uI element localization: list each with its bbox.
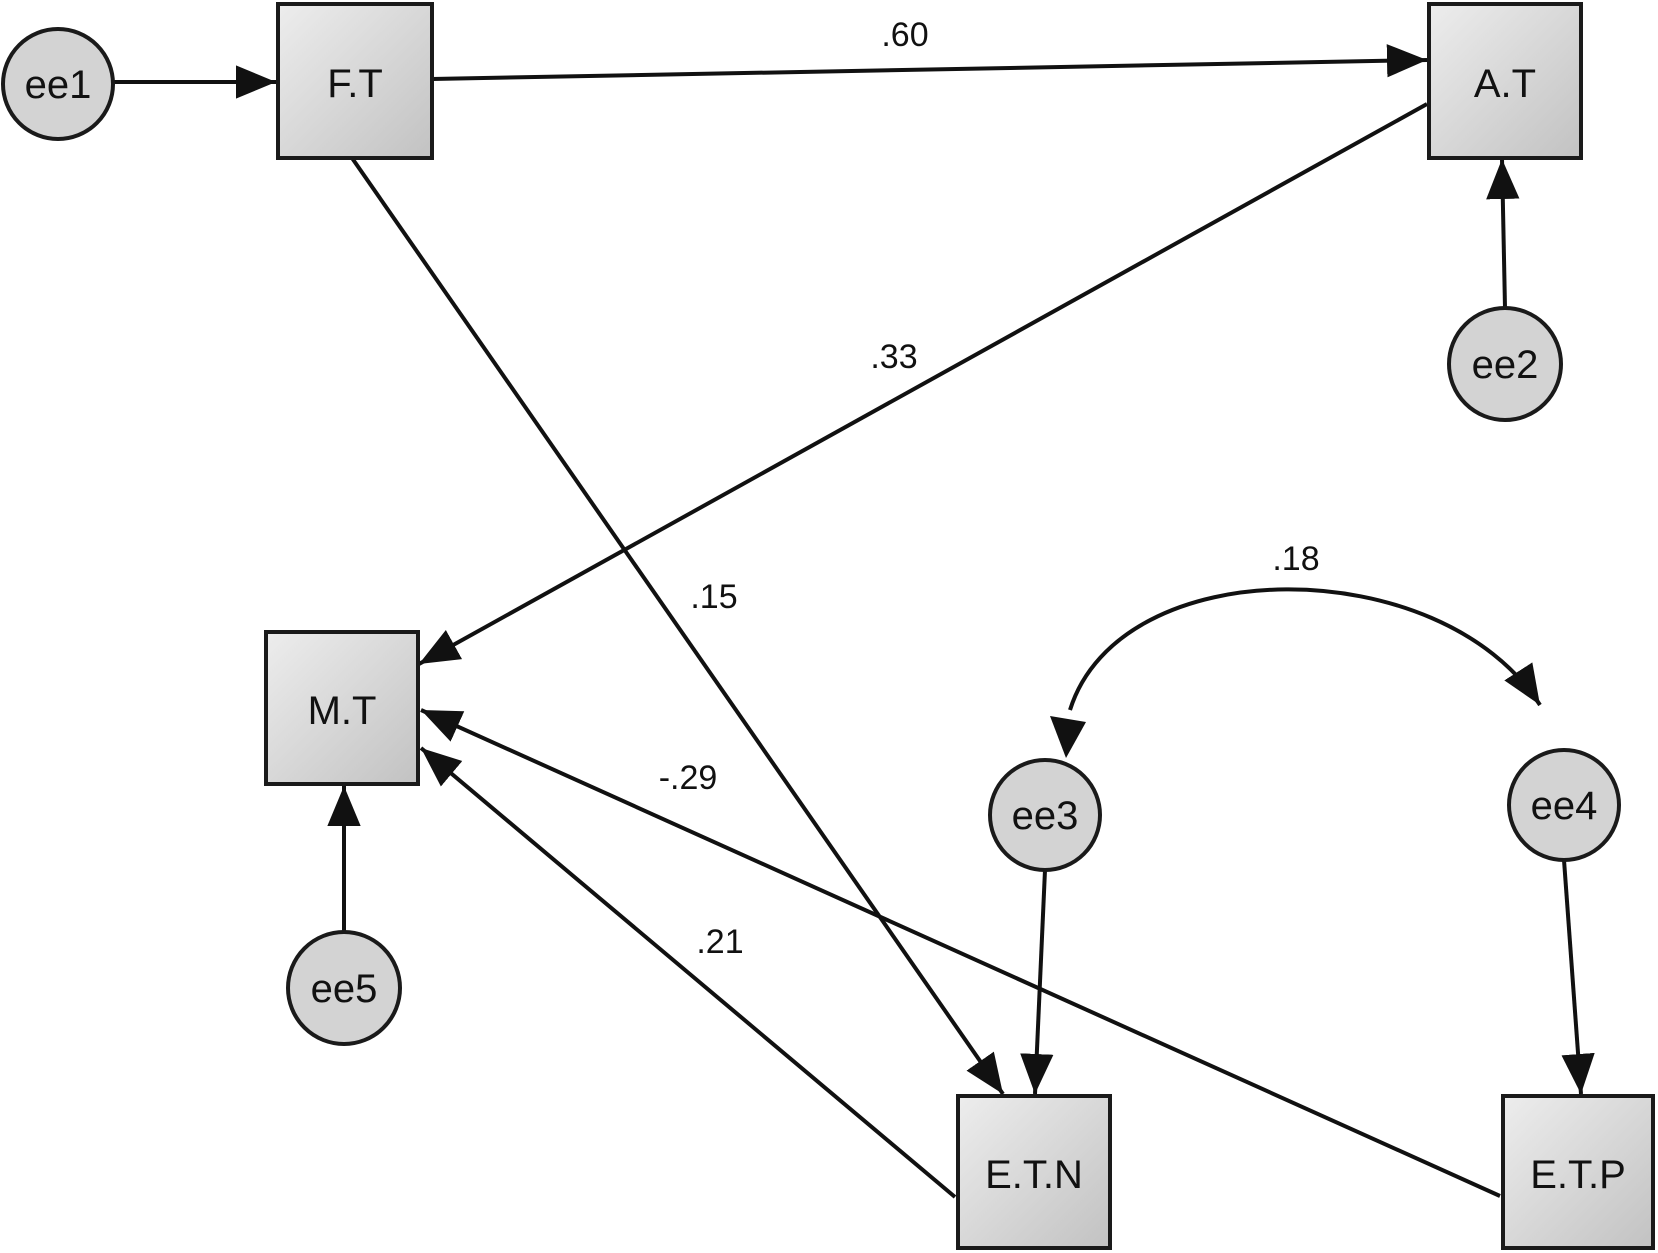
coef-at-mt: .33 (870, 338, 917, 376)
node-ee3-label: ee3 (1012, 794, 1079, 838)
node-ee5-label: ee5 (311, 967, 378, 1011)
edge-etn-mt (419, 746, 957, 1199)
node-ee3: ee3 (988, 758, 1102, 872)
edge-ft-etn (350, 156, 1005, 1096)
node-at-label: A.T (1474, 62, 1536, 106)
node-ee2-label: ee2 (1472, 343, 1539, 387)
node-ee4: ee4 (1507, 748, 1621, 862)
coef-ee3-ee4: .18 (1272, 540, 1319, 578)
node-etn-label: E.T.N (985, 1153, 1083, 1197)
node-ft: F.T (276, 2, 434, 160)
node-etp: E.T.P (1501, 1094, 1655, 1250)
edge-ee3-etn (1020, 869, 1054, 1095)
coef-etn-mt: .21 (696, 923, 743, 961)
coef-etp-mt: -.29 (659, 759, 718, 797)
node-at: A.T (1427, 2, 1583, 160)
edge-ee2-at (1486, 158, 1520, 309)
node-ee5: ee5 (286, 930, 402, 1046)
edge-ee4-etp (1561, 859, 1595, 1095)
edge-ee3-ee4-covariance (1068, 587, 1542, 711)
edge-ft-at (431, 44, 1428, 81)
node-ee1: ee1 (1, 27, 115, 141)
node-ee2: ee2 (1447, 306, 1563, 422)
node-ft-label: F.T (327, 62, 383, 106)
node-etp-label: E.T.P (1530, 1153, 1626, 1197)
edge-at-mt (418, 102, 1428, 666)
edge-etp-mt (420, 708, 1501, 1198)
node-mt-label: M.T (308, 689, 377, 733)
node-etn: E.T.N (956, 1094, 1112, 1250)
coef-ft-at: .60 (881, 16, 928, 54)
coef-ft-etn: .15 (690, 578, 737, 616)
covariance-arrowhead-ee3 (1050, 716, 1086, 758)
node-ee1-label: ee1 (25, 63, 92, 107)
node-ee4-label: ee4 (1531, 784, 1598, 828)
node-mt: M.T (264, 630, 420, 786)
